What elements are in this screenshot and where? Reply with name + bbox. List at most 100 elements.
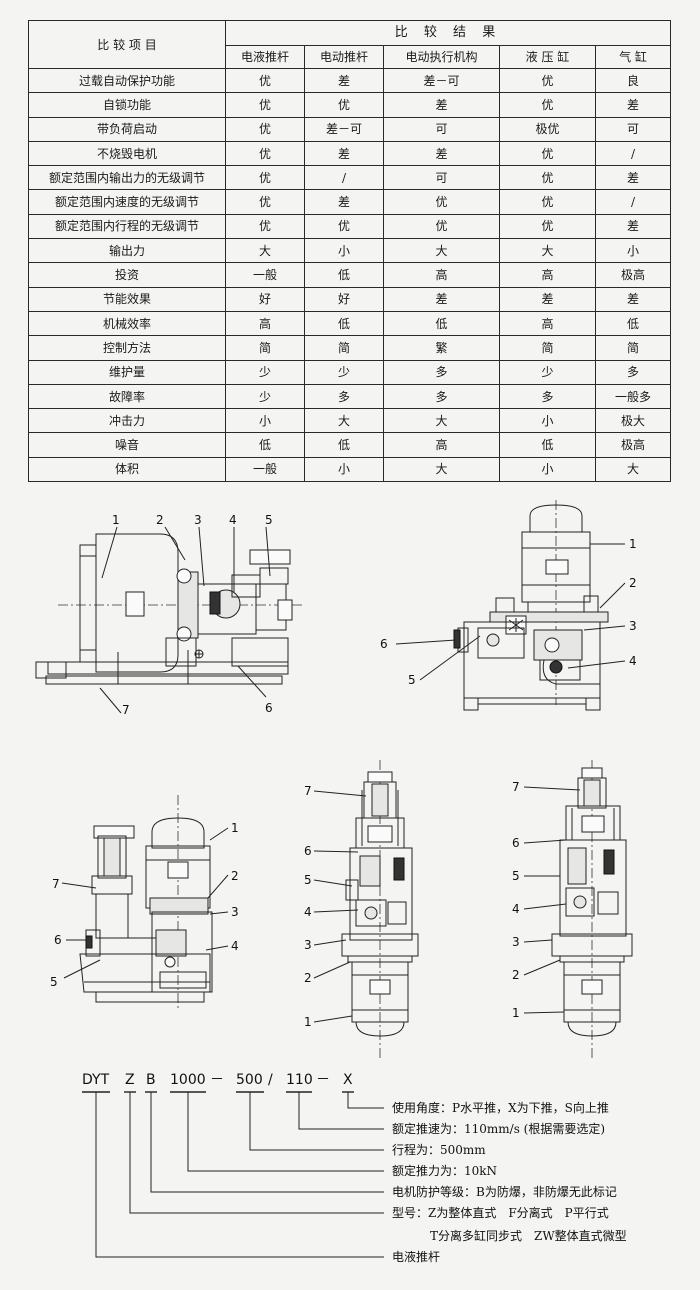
table-cell: 差 [304, 189, 384, 215]
desc-speed: 额定推速为：110mm/s (根据需要选定) [392, 1121, 605, 1136]
figure-1-horizontal-view: 1 2 3 4 5 6 7 [35, 513, 305, 717]
fig2-label-6: 6 [380, 637, 388, 651]
fig5-label-7: 7 [512, 780, 520, 794]
table-cell: 简 [304, 335, 384, 361]
row-item-label: 维护量 [28, 359, 226, 385]
table-row: 冲击力小大大小极大 [28, 408, 671, 434]
desc-thrust: 额定推力为：10kN [392, 1163, 497, 1178]
figure-5-vertical-side: 7 6 5 4 3 2 1 [512, 760, 633, 1060]
table-cell: 低 [225, 432, 305, 458]
column-header: 气 缸 [595, 45, 671, 69]
fig3-label-6: 6 [54, 933, 62, 947]
code-z: Z [125, 1072, 135, 1088]
table-cell: 小 [499, 408, 596, 434]
row-item-label: 带负荷启动 [28, 116, 226, 142]
table-cell: 优 [225, 67, 305, 94]
table-cell: 多 [499, 383, 596, 410]
desc-angle: 使用角度：P水平推，X为下推，S向上推 [392, 1100, 609, 1115]
code-dyt: DYT [82, 1072, 110, 1088]
fig3-label-7: 7 [52, 877, 60, 891]
table-cell: 大 [304, 408, 384, 434]
table-row: 不烧毁电机优差差优/ [28, 140, 671, 167]
table-cell: 优 [225, 92, 305, 118]
table-row: 过载自动保护功能优差差－可优良 [28, 67, 671, 94]
table-cell: 大 [225, 238, 305, 264]
fig5-label-3: 3 [512, 935, 520, 949]
table-cell: 差 [595, 213, 671, 240]
row-item-label: 额定范围内行程的无级调节 [28, 213, 226, 240]
table-cell: 优 [499, 67, 596, 94]
table-cell: 大 [383, 408, 500, 434]
table-cell: 大 [383, 456, 500, 483]
fig3-label-1: 1 [231, 821, 239, 835]
table-cell: 高 [383, 432, 500, 458]
model-code-diagram: DYT Z B 1000 － 500 / 110 － X 使用角度：P水平推，X… [82, 1072, 627, 1264]
figure-4-vertical-front: 7 6 5 4 3 2 1 [304, 760, 419, 1060]
table-cell: / [595, 140, 671, 167]
table-cell: 极高 [595, 262, 671, 288]
table-cell: 一般 [225, 262, 305, 288]
table-cell: 简 [499, 335, 596, 361]
code-speed: 110 [286, 1072, 313, 1088]
table-cell: 简 [225, 335, 305, 361]
code-stroke: 500 [236, 1072, 263, 1088]
row-item-label: 不烧毁电机 [28, 140, 226, 167]
table-cell: 优 [499, 213, 596, 240]
fig1-label-5: 5 [265, 513, 273, 527]
table-cell: 差－可 [383, 67, 500, 94]
table-cell: 差 [499, 286, 596, 312]
table-cell: 大 [383, 238, 500, 264]
fig1-label-3: 3 [194, 513, 202, 527]
row-item-label: 体积 [28, 456, 226, 483]
table-cell: 高 [499, 262, 596, 288]
table-cell: 少 [304, 359, 384, 385]
table-cell: 低 [304, 262, 384, 288]
table-cell: 差 [304, 67, 384, 94]
table-cell: 好 [304, 286, 384, 312]
table-row: 节能效果好好差差差 [28, 286, 671, 312]
table-cell: 差 [383, 286, 500, 312]
table-cell: 优 [304, 213, 384, 240]
table-cell: 优 [304, 92, 384, 118]
fig2-label-4: 4 [629, 654, 637, 668]
fig1-label-6: 6 [265, 701, 273, 715]
desc-model-type: 型号：Z为整体直式 F分离式 P平行式 [392, 1205, 609, 1220]
fig3-label-5: 5 [50, 975, 58, 989]
fig1-label-4: 4 [229, 513, 237, 527]
row-item-label: 故障率 [28, 383, 226, 410]
table-row: 控制方法简简繁简简 [28, 335, 671, 361]
table-cell: 多 [383, 359, 500, 385]
table-cell: 优 [225, 116, 305, 142]
table-cell: 差 [304, 140, 384, 167]
fig5-label-2: 2 [512, 968, 520, 982]
comparison-table: 比 较 项 目 比 较 结 果 电液推杆电动推杆电动执行机构液 压 缸气 缸 过… [28, 20, 671, 483]
table-cell: 低 [595, 310, 671, 337]
desc-product: 电液推杆 [392, 1249, 440, 1264]
code-dash2: － [316, 1072, 330, 1088]
table-cell: 小 [304, 238, 384, 264]
table-cell: 少 [225, 383, 305, 410]
table-cell: 差 [595, 286, 671, 312]
fig4-label-1: 1 [304, 1015, 312, 1029]
row-item-label: 控制方法 [28, 335, 226, 361]
table-cell: 小 [595, 238, 671, 264]
table-cell: 低 [304, 310, 384, 337]
table-cell: 优 [383, 189, 500, 215]
table-row: 噪音低低高低极高 [28, 432, 671, 458]
table-cell: 多 [595, 359, 671, 385]
column-header: 电动推杆 [304, 45, 384, 69]
fig2-label-3: 3 [629, 619, 637, 633]
row-item-label: 噪音 [28, 432, 226, 458]
code-slash: / [268, 1072, 273, 1088]
table-cell: 大 [595, 456, 671, 483]
row-item-label: 额定范围内速度的无级调节 [28, 189, 226, 215]
table-cell: 良 [595, 67, 671, 94]
fig4-label-6: 6 [304, 844, 312, 858]
header-results: 比 较 结 果 [225, 20, 671, 46]
table-cell: 小 [304, 456, 384, 483]
code-dash1: － [210, 1072, 224, 1088]
code-thrust: 1000 [170, 1072, 206, 1088]
row-item-label: 输出力 [28, 238, 226, 264]
fig1-label-1: 1 [112, 513, 120, 527]
